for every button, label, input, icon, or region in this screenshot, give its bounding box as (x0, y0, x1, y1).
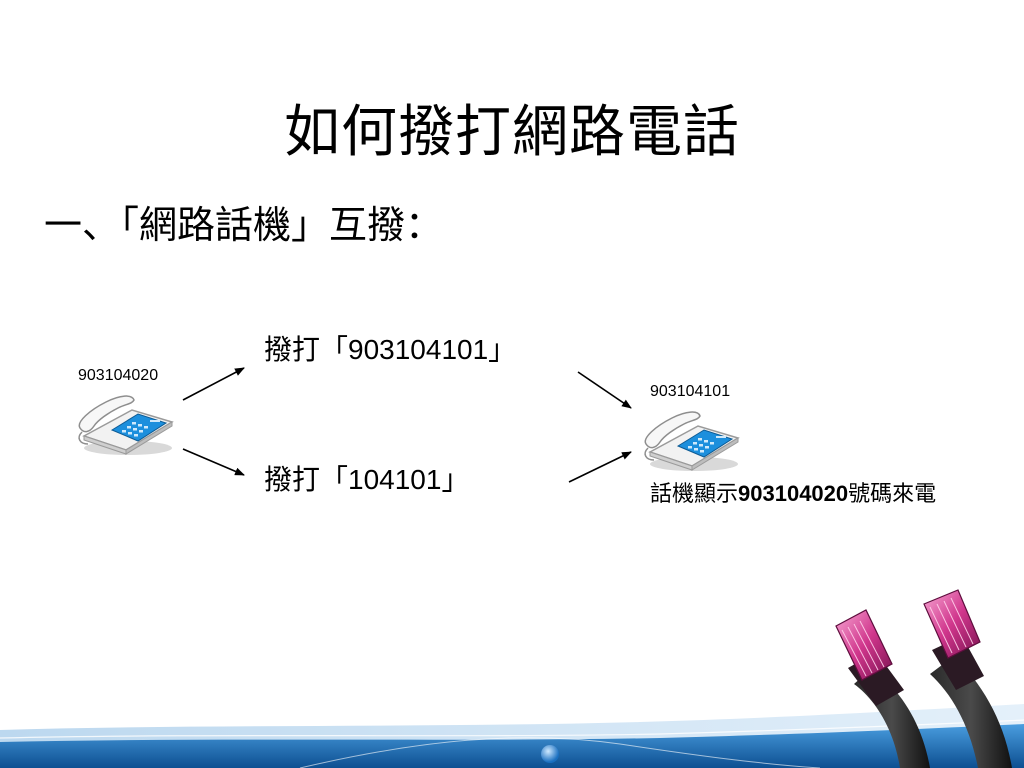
dial-suffix: 」 (488, 333, 517, 366)
dial-number: 104101 (348, 464, 442, 495)
display-note-before: 話機顯示 (650, 482, 739, 507)
caller-number: 903104020 (78, 367, 159, 384)
dial-number: 903104101 (348, 334, 489, 365)
display-note-after: 號碼來電 (848, 482, 937, 507)
arrow-dial-short-to-callee (568, 451, 632, 483)
orb-decoration (541, 745, 559, 763)
arrow-caller-to-dial-short (182, 448, 245, 476)
arrow-dial-full-to-callee (577, 371, 632, 409)
dial-prefix: 撥打「 (264, 333, 349, 366)
display-note: 話機顯示903104020號碼來電 (650, 480, 936, 509)
telephone-icon (78, 395, 174, 455)
dial-suffix: 」 (441, 463, 470, 496)
dial-prefix: 撥打「 (264, 463, 349, 496)
display-note-number: 903104020 (738, 481, 849, 506)
arrow-caller-to-dial-full (182, 367, 245, 401)
telephone-icon (644, 411, 740, 471)
dial-option-short: 撥打「104101」 (264, 462, 469, 498)
slide-title: 如何撥打網路電話 (284, 100, 740, 165)
dial-option-full: 撥打「903104101」 (264, 332, 516, 368)
callee-number: 903104101 (650, 383, 731, 400)
slide-subtitle: 一、「網路話機」互撥： (44, 203, 444, 247)
